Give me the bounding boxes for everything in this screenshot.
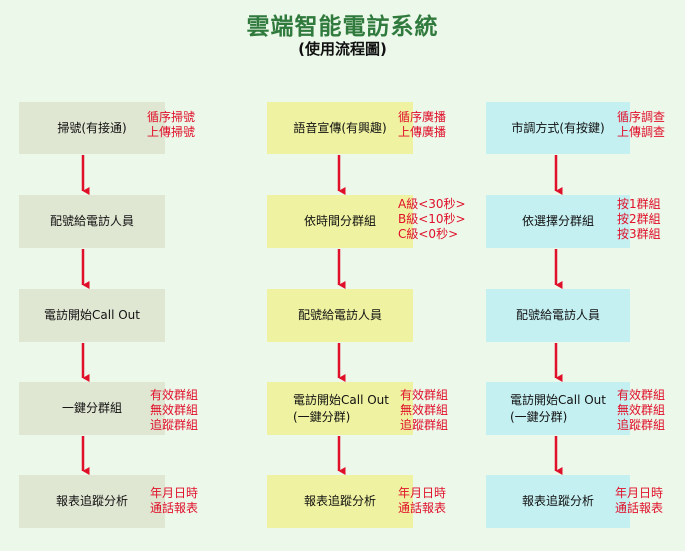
flow-box-label: 依時間分群組	[303, 214, 376, 228]
box-note: 循序掃號 上傳掃號	[147, 110, 195, 140]
note-line: 循序廣播	[398, 110, 447, 124]
note-line: 按1群組	[617, 197, 661, 211]
note-line: 有效群組	[150, 388, 199, 402]
note-line: 通話報表	[615, 501, 664, 515]
flow-box-label: 報表追蹤分析	[521, 494, 594, 508]
flow-box-label: 依選擇分群組	[521, 214, 594, 228]
note-line: 循序掃號	[147, 110, 196, 124]
note-line: 無效群組	[150, 403, 199, 417]
flow-box: 依時間分群組	[267, 195, 413, 248]
flow-box-label: 掃號(有接通)	[57, 120, 127, 135]
note-line: 上傳掃號	[147, 125, 196, 139]
note-line: 無效群組	[400, 403, 449, 417]
flow-box-label: 電訪開始Call Out	[44, 308, 140, 322]
flow-box: 報表追蹤分析	[486, 475, 630, 528]
flow-box: 報表追蹤分析	[19, 475, 165, 528]
page-subtitle: (使用流程圖)	[298, 40, 387, 58]
flow-box-label: 配號給電訪人員	[297, 308, 382, 322]
flow-box: 語音宣傳(有興趣)	[267, 102, 413, 154]
box-note: 有效群組 無效群組 追蹤群組	[400, 388, 448, 433]
flow-box: 掃號(有接通)	[19, 102, 165, 154]
flow-box-label: 報表追蹤分析	[55, 494, 128, 508]
flow-box-label: 報表追蹤分析	[303, 494, 376, 508]
flow-box: 配號給電訪人員	[267, 289, 413, 342]
note-line: 有效群組	[400, 388, 449, 402]
note-line: 按2群組	[617, 212, 661, 226]
flow-box-label: 配號給電訪人員	[515, 308, 600, 322]
note-line: 按3群組	[617, 227, 661, 241]
note-line: 無效群組	[617, 403, 666, 417]
flow-box-label: 一鍵分群組	[61, 401, 122, 415]
note-line: C級<0秒>	[398, 227, 459, 241]
note-line: 通話報表	[398, 501, 447, 515]
box-note: 年月日時 通話報表	[398, 486, 446, 516]
box-note: 有效群組 無效群組 追蹤群組	[150, 388, 198, 433]
note-line: 追蹤群組	[150, 418, 199, 432]
flow-box: 一鍵分群組	[19, 382, 165, 435]
note-line: 上傳調查	[617, 125, 666, 139]
note-line: 年月日時	[150, 486, 199, 500]
page-title: 雲端智能電訪系統	[246, 14, 439, 40]
flow-box-label: 語音宣傳(有興趣)	[293, 120, 387, 135]
note-line: 通話報表	[150, 501, 199, 515]
note-line: 追蹤群組	[400, 418, 449, 432]
flow-box: 電訪開始Call Out (一鍵分群)	[267, 382, 413, 435]
flow-box: 電訪開始Call Out	[19, 289, 165, 342]
box-note: 年月日時 通話報表	[150, 486, 198, 516]
note-line: 循序調查	[617, 110, 666, 124]
flow-box-label: 電訪開始Call Out (一鍵分群)	[510, 392, 606, 424]
flow-box: 報表追蹤分析	[267, 475, 413, 528]
flow-box: 電訪開始Call Out (一鍵分群)	[486, 382, 630, 435]
note-line: 有效群組	[617, 388, 666, 402]
flow-box: 依選擇分群組	[486, 195, 630, 248]
flow-box-label: 電訪開始Call Out (一鍵分群)	[293, 392, 389, 424]
box-note: 循序調查 上傳調查	[617, 110, 665, 140]
flow-box: 市調方式(有按鍵)	[486, 102, 630, 154]
box-note: 有效群組 無效群組 追蹤群組	[617, 388, 665, 433]
note-line: 年月日時	[398, 486, 447, 500]
flow-box-label: 市調方式(有按鍵)	[511, 120, 605, 135]
box-note: 循序廣播 上傳廣播	[398, 110, 446, 140]
flow-box-label: 配號給電訪人員	[49, 214, 134, 228]
note-line: 追蹤群組	[617, 418, 666, 432]
note-line: 年月日時	[615, 486, 664, 500]
note-line: 上傳廣播	[398, 125, 447, 139]
flow-box: 配號給電訪人員	[486, 289, 630, 342]
box-note: 按1群組 按2群組 按3群組	[617, 197, 661, 242]
flow-box: 配號給電訪人員	[19, 195, 165, 248]
note-line: A級<30秒>	[398, 197, 466, 211]
note-line: B級<10秒>	[398, 212, 466, 226]
box-note: 年月日時 通話報表	[615, 486, 663, 516]
box-note: A級<30秒> B級<10秒> C級<0秒>	[398, 197, 466, 242]
